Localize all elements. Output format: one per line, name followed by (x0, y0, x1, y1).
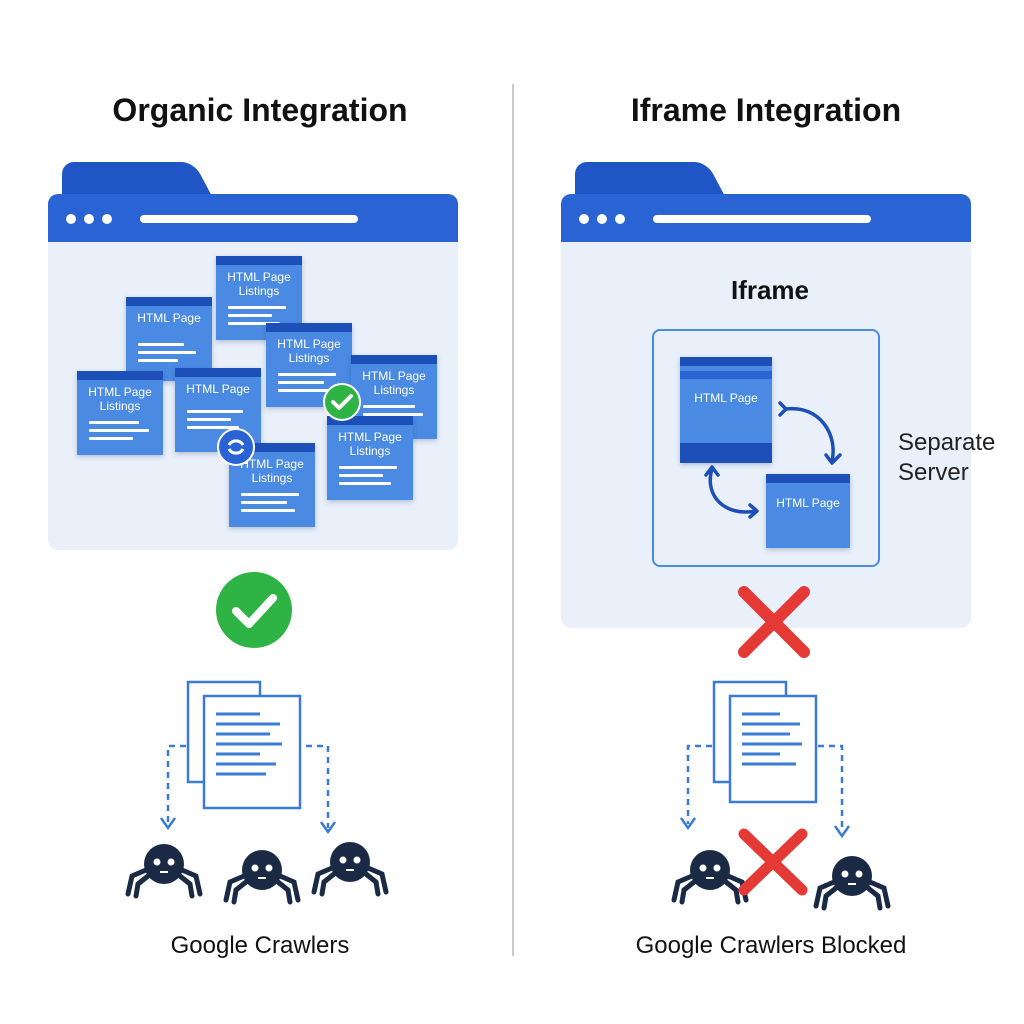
card-header (680, 357, 772, 366)
text-line (228, 306, 286, 309)
text-line (187, 410, 243, 413)
card-label: HTML Page (186, 382, 250, 396)
text-line (138, 343, 184, 346)
text-line (187, 426, 239, 429)
text-line (241, 493, 299, 496)
window-dot-icon (615, 214, 625, 224)
iframe-integration-title: Iframe Integration (630, 92, 902, 128)
card-label: HTML Page Listings (240, 457, 304, 485)
card-label: HTML Page (776, 496, 840, 510)
iframe-box (652, 329, 880, 567)
card-label: HTML Page (137, 311, 201, 325)
text-line (138, 359, 178, 362)
card-label: HTML Page Listings (362, 369, 426, 397)
iframe-label: Iframe (730, 275, 810, 305)
check-icon (323, 383, 361, 421)
sync-arrows-icon (704, 401, 842, 519)
card-band (680, 371, 772, 379)
organic-integration-title: Organic Integration (112, 92, 408, 128)
separate-server-label: Separate Server (898, 428, 1018, 488)
separate-server-line1: Separate (898, 429, 996, 456)
panel-divider (512, 84, 514, 956)
text-line (278, 389, 332, 392)
crawler-icon (223, 850, 301, 905)
text-line (339, 482, 391, 485)
google-crawlers-caption: Google Crawlers (170, 932, 350, 959)
text-line (339, 474, 383, 477)
window-dot-icon (66, 214, 76, 224)
card-label: HTML Page Listings (277, 337, 341, 365)
card-label: HTML Page (694, 391, 758, 405)
text-line (363, 405, 415, 408)
window-dot-icon (102, 214, 112, 224)
crawler-icon (125, 844, 203, 899)
html-page-card: HTML Page Listings (327, 416, 413, 500)
html-page-card: HTML Page (766, 474, 850, 548)
text-line (278, 373, 336, 376)
card-header (229, 443, 315, 452)
window-dot-icon (597, 214, 607, 224)
crawlers-blocked-caption: Google Crawlers Blocked (635, 932, 907, 959)
card-header (266, 323, 352, 332)
card-header (351, 355, 437, 364)
text-line (228, 314, 272, 317)
text-line (241, 501, 287, 504)
html-page-card: HTML Page (126, 297, 212, 381)
html-page-card: HTML Page Listings (216, 256, 302, 340)
crawler-icon (813, 856, 891, 911)
text-line (187, 418, 231, 421)
window-dot-icon (84, 214, 94, 224)
card-header (766, 474, 850, 483)
text-line (228, 322, 280, 325)
html-page-card: HTML Page (680, 357, 772, 463)
card-header (216, 256, 302, 265)
separate-server-line2: Server (898, 459, 969, 486)
document-stack-icon (159, 680, 337, 835)
check-icon (216, 572, 292, 648)
text-line (363, 413, 423, 416)
card-header (126, 297, 212, 306)
card-header (77, 371, 163, 380)
document-stack-icon (679, 680, 851, 839)
text-line (339, 466, 397, 469)
html-page-card: HTML Page Listings (77, 371, 163, 455)
card-header (175, 368, 261, 377)
text-line (278, 381, 324, 384)
text-line (138, 351, 196, 354)
card-label: HTML Page Listings (88, 385, 152, 413)
text-line (241, 509, 295, 512)
text-line (89, 437, 133, 440)
address-bar (140, 215, 358, 223)
crawler-icon (311, 842, 389, 897)
address-bar (653, 215, 871, 223)
card-label: HTML Page Listings (227, 270, 291, 298)
cross-icon (738, 828, 808, 896)
text-line (89, 429, 149, 432)
card-header (327, 416, 413, 425)
text-line (89, 421, 139, 424)
card-label: HTML Page Listings (338, 430, 402, 458)
refresh-icon (217, 428, 255, 466)
cross-icon (738, 586, 810, 658)
card-footer (680, 443, 772, 463)
iframe-browser-window (561, 162, 971, 628)
window-dot-icon (579, 214, 589, 224)
